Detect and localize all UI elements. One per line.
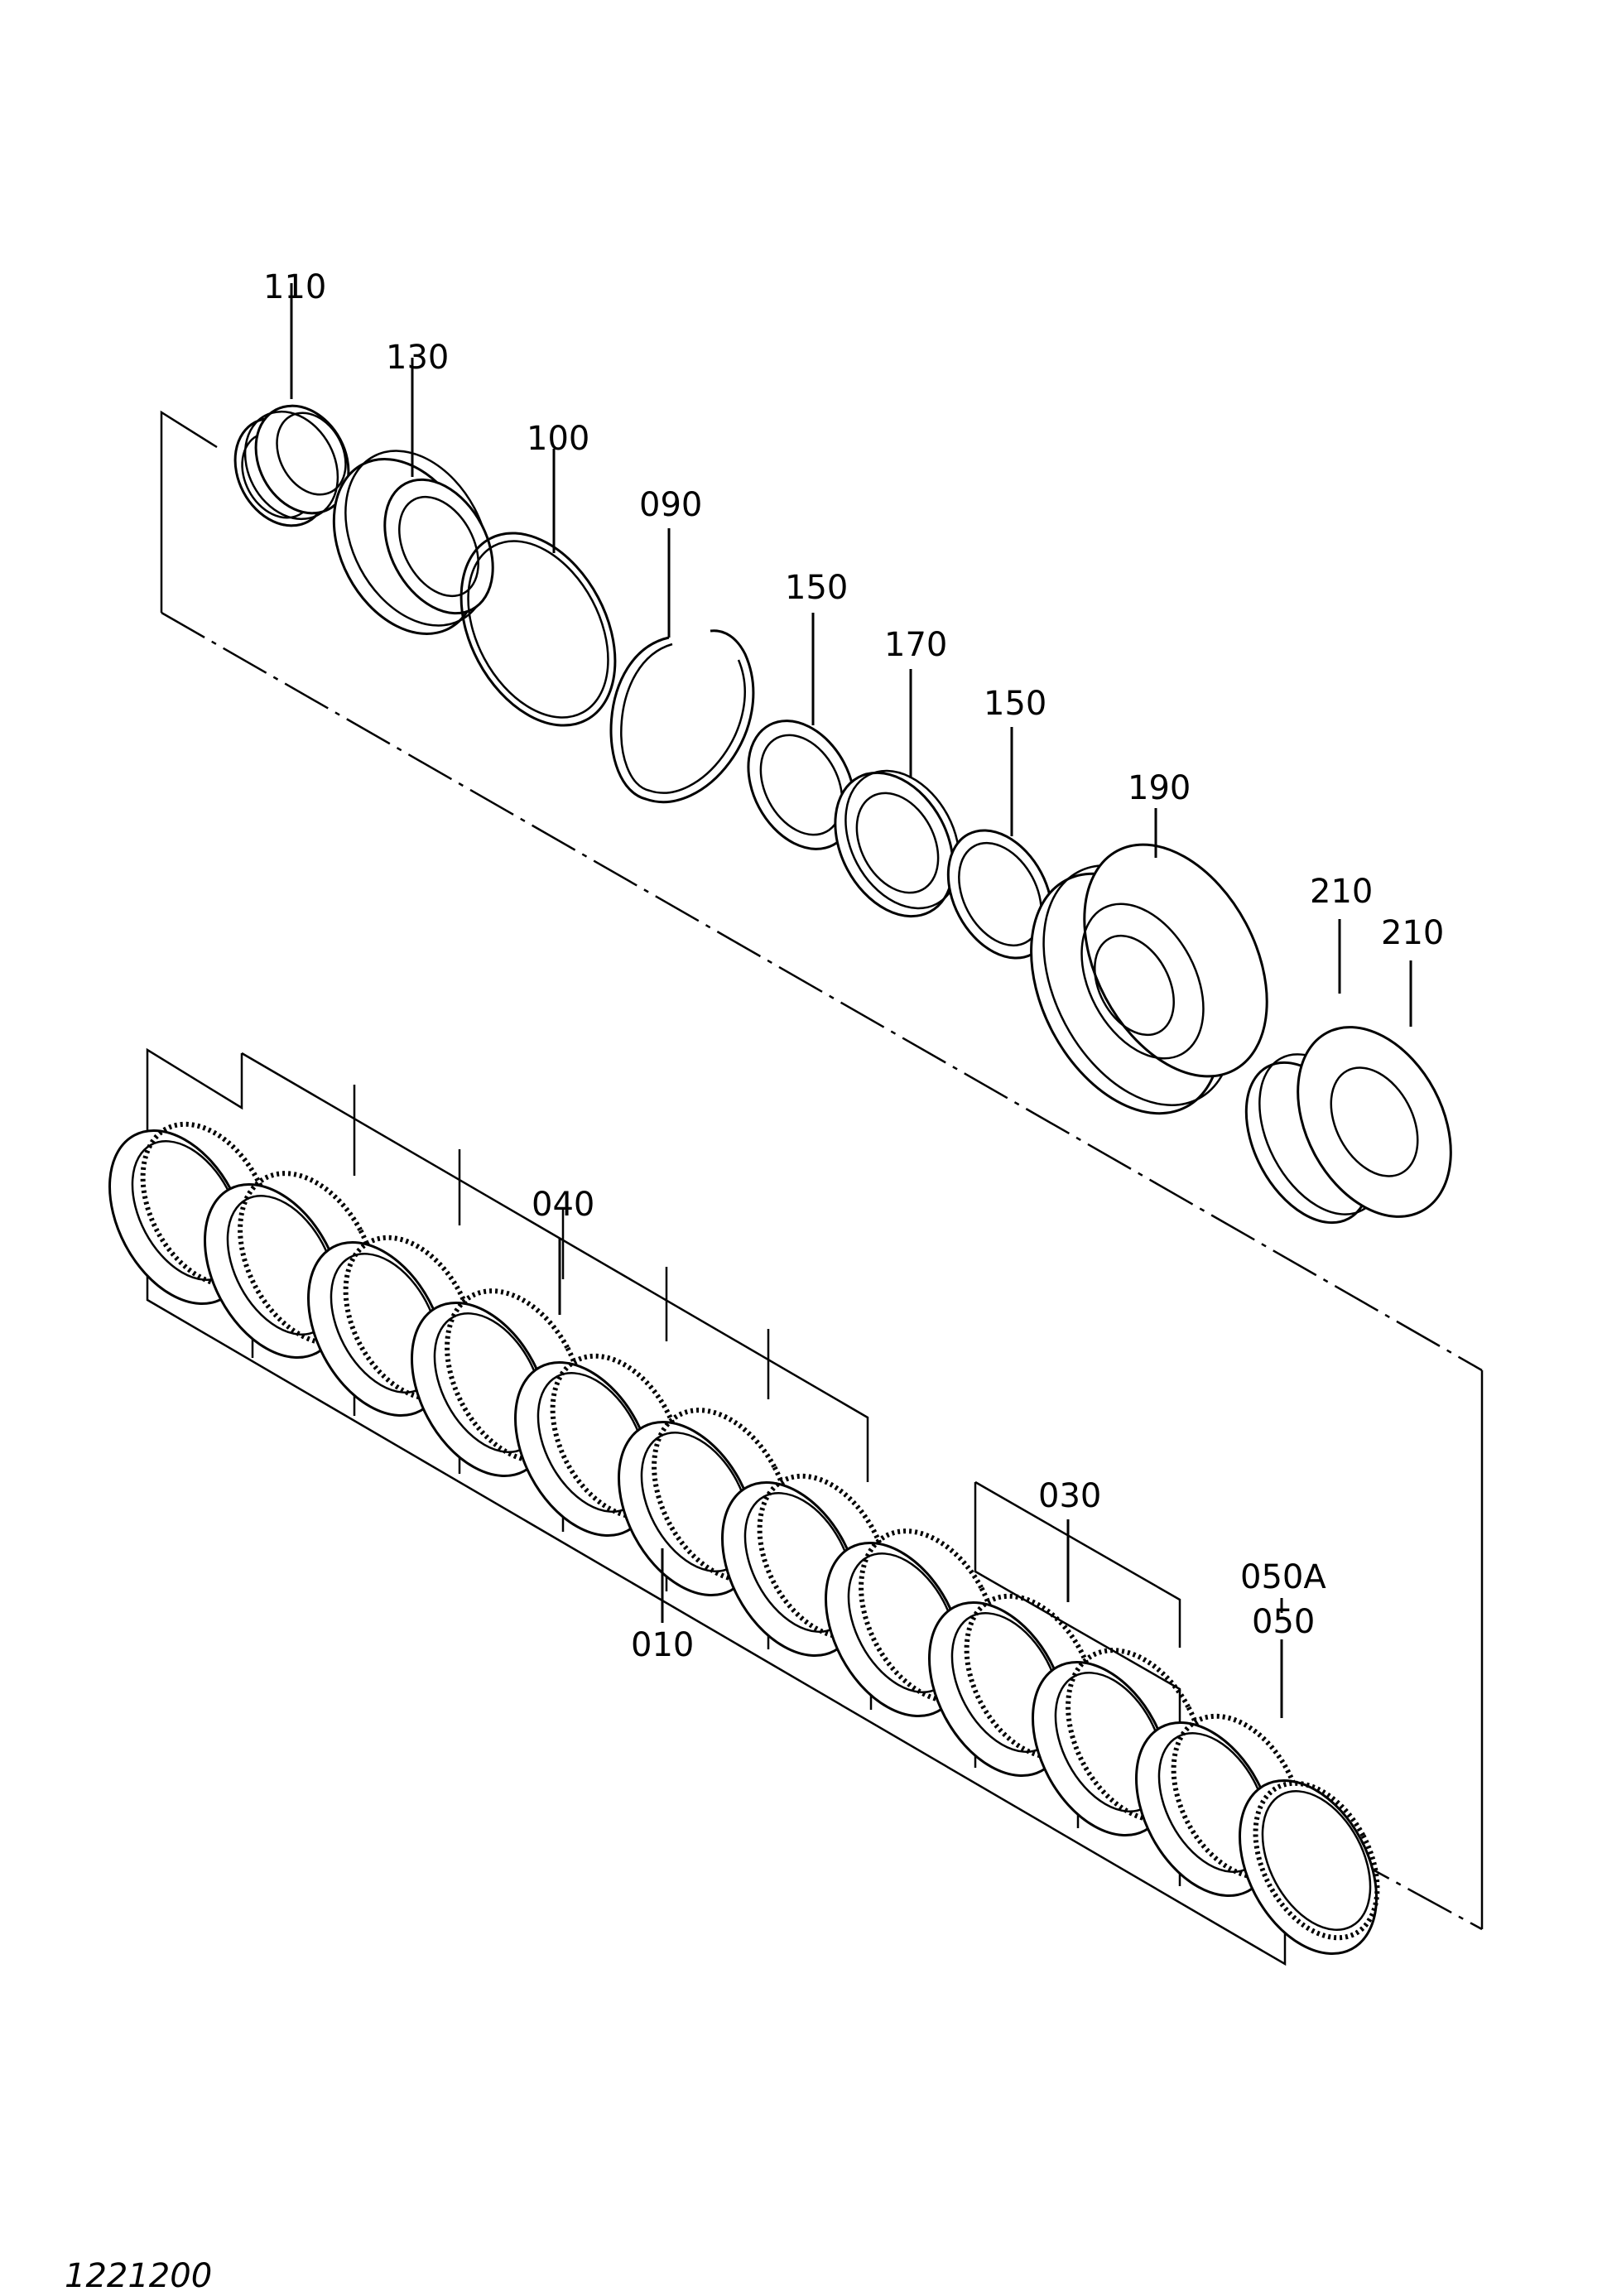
part-100-snap-ring <box>459 449 617 727</box>
part-210-pistons <box>1244 919 1452 1225</box>
callout-labels: 110 130 100 090 150 170 150 190 210 210 … <box>263 268 1444 1664</box>
callout-090: 090 <box>639 486 702 524</box>
part-130-bearing-carrier <box>332 358 494 635</box>
callout-190: 190 <box>1128 769 1191 807</box>
part-170-bearing-race <box>834 669 960 918</box>
callout-150-a: 150 <box>785 569 848 607</box>
callout-050: 050 <box>1252 1603 1315 1641</box>
callout-150-b: 150 <box>984 685 1046 723</box>
callout-030: 030 <box>1038 1477 1101 1515</box>
callout-040: 040 <box>532 1186 594 1224</box>
callout-130: 130 <box>386 339 449 377</box>
callout-210-b: 210 <box>1381 914 1444 952</box>
callout-050A: 050A <box>1240 1558 1326 1596</box>
drawing-number: 1221200 <box>65 2257 212 2295</box>
part-190-hub <box>1030 808 1268 1115</box>
plate-9 <box>928 1593 1098 1778</box>
callout-210-a: 210 <box>1310 873 1373 911</box>
callout-110: 110 <box>263 268 326 306</box>
plate-4 <box>411 1288 585 1478</box>
callout-010: 010 <box>631 1626 694 1664</box>
part-110-threaded-sleeve <box>233 283 350 527</box>
part-090-circlip <box>609 528 755 804</box>
plate-8 <box>825 1528 999 1718</box>
plate-12-end <box>1239 1779 1380 1956</box>
lower-leader-lines <box>558 1239 1283 1718</box>
plate-11 <box>1135 1713 1305 1898</box>
plate-3 <box>307 1235 477 1418</box>
callout-170: 170 <box>884 626 947 664</box>
part-150-thrust-washer-b <box>946 727 1054 960</box>
plate-7 <box>721 1473 891 1658</box>
clutch-plates <box>108 1121 1380 1956</box>
callout-100: 100 <box>527 420 589 458</box>
plate-6 <box>618 1408 792 1597</box>
plate-10 <box>1032 1648 1206 1837</box>
plate-2 <box>204 1171 378 1360</box>
part-150-thrust-washer-a <box>747 613 856 850</box>
